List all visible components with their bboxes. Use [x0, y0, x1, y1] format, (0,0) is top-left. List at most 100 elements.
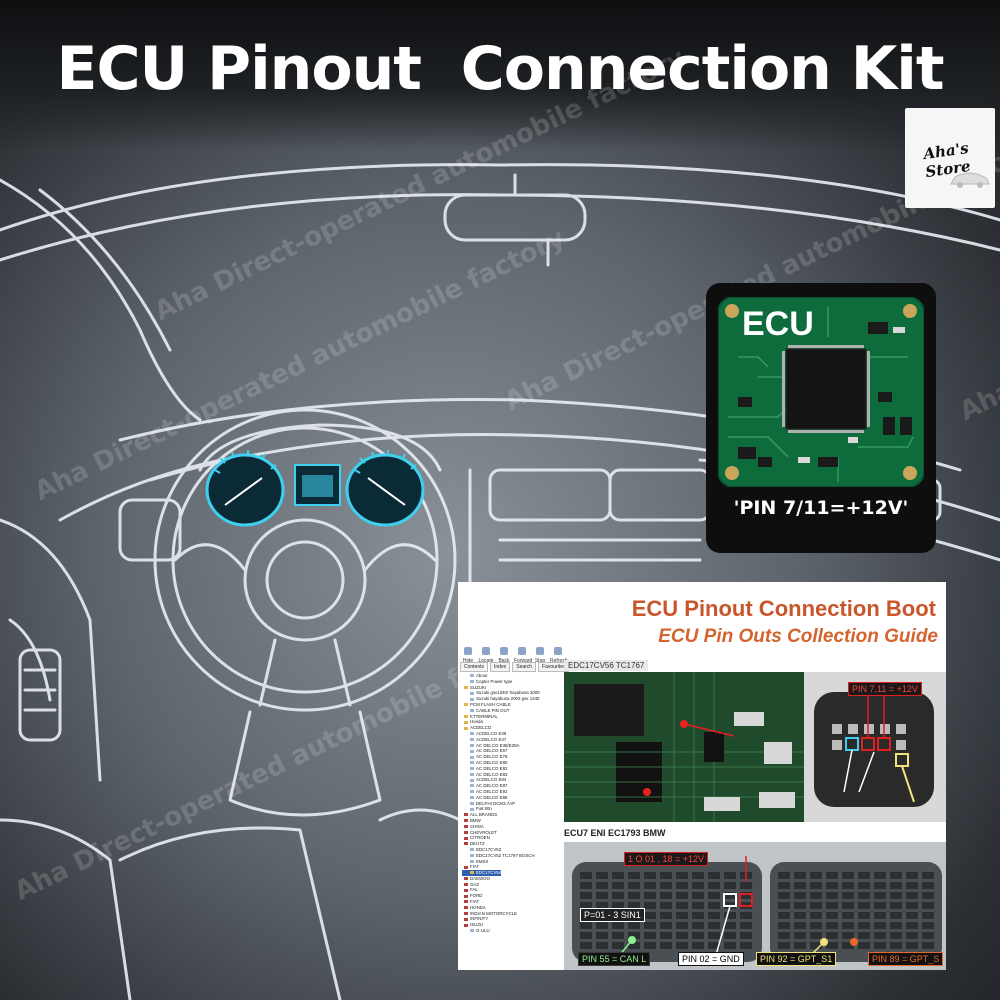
connector-pin: [826, 912, 838, 919]
tree-item[interactable]: ALL BRANDS: [462, 812, 562, 818]
connector-pin: [858, 902, 870, 909]
tree-item[interactable]: Copter Power type: [462, 679, 562, 685]
tab-contents[interactable]: Contents: [460, 662, 489, 672]
connector-pin: [922, 872, 934, 879]
connector-pin: [922, 932, 934, 939]
tree-item[interactable]: Honda: [462, 719, 562, 725]
toolbar-refresh-button[interactable]: Refresh: [550, 644, 568, 668]
tree-item[interactable]: PCM FLASH CABLE: [462, 702, 562, 708]
toolbar-back-button[interactable]: Back: [496, 644, 512, 668]
connector-pin: [596, 922, 608, 929]
connector-pin: [580, 872, 592, 879]
toolbar-forward-button[interactable]: Forward: [514, 644, 532, 668]
page-title: ECU Pinout Connection Kit: [56, 34, 944, 104]
connector-pin: [858, 942, 870, 949]
tree-item[interactable]: ACDELCO E38: [462, 731, 562, 737]
tree-item[interactable]: About: [462, 673, 562, 679]
tree-item[interactable]: DAEWOO: [462, 876, 562, 882]
tree-item[interactable]: ISUZU: [462, 922, 562, 928]
connector-pin: [842, 892, 854, 899]
connector-pin: [596, 942, 608, 949]
pin-callout: PIN 92 = GPT_S1: [756, 952, 837, 966]
tree-item[interactable]: EDC17CV54: [462, 870, 502, 876]
tree-item[interactable]: AC DELCO E80: [462, 760, 562, 766]
connector-pin: [708, 912, 720, 919]
connector-pin: [810, 872, 822, 879]
connector-pin: [842, 902, 854, 909]
connector-pin: [778, 892, 790, 899]
tree-item[interactable]: ACDELCO E37: [462, 737, 562, 743]
tab-index[interactable]: Index: [490, 662, 511, 672]
tree-item[interactable]: EDC17CV52 TC1797 BOSCH: [462, 853, 562, 859]
ecu-circuit-board-image: [718, 297, 924, 487]
tree-item[interactable]: EDC17CV52: [462, 847, 562, 853]
tree-item[interactable]: AC DELCO E38/E39A: [462, 743, 562, 749]
tree-item[interactable]: SUZUKI: [462, 685, 562, 691]
tree-item[interactable]: G-ULU: [462, 928, 562, 934]
connector-pin: [740, 922, 752, 929]
connector-pin: [858, 882, 870, 889]
connector-pin: [810, 922, 822, 929]
connector-pin: [580, 922, 592, 929]
connector-pin: [922, 942, 934, 949]
tab-search[interactable]: Search: [512, 662, 537, 672]
tree-item[interactable]: AC DELCO E78: [462, 754, 562, 760]
connector-pin: [890, 892, 902, 899]
connector-pin: [644, 912, 656, 919]
connector-pin: [794, 912, 806, 919]
tree-item[interactable]: EMS3: [462, 859, 562, 865]
connector-pin: [810, 882, 822, 889]
connector-pin: [628, 932, 640, 939]
connector-pin: [724, 942, 736, 949]
tree-item[interactable]: INDIAN MOTORCYCLE: [462, 911, 562, 917]
tree-item[interactable]: AC DELCO E98: [462, 795, 562, 801]
tree-item[interactable]: HONDA: [462, 905, 562, 911]
tree-item[interactable]: AC DELCO E82: [462, 766, 562, 772]
toolbar-hide-button[interactable]: Hide: [460, 644, 476, 668]
tree-item[interactable]: AC DELCO E92: [462, 789, 562, 795]
toolbar-stop-button[interactable]: Stop: [532, 644, 548, 668]
connector-pin: [906, 922, 918, 929]
tree-item[interactable]: AC DELCO E87: [462, 783, 562, 789]
tree-item[interactable]: FIAT: [462, 864, 562, 870]
tree-item[interactable]: CABLE PIN OUT: [462, 708, 562, 714]
connector-pin: [778, 912, 790, 919]
tree-item[interactable]: DEUTZ: [462, 841, 562, 847]
tree-item[interactable]: AC DELCO E67: [462, 748, 562, 754]
tree-item[interactable]: ACDELCO E84: [462, 777, 562, 783]
connector-pin: [740, 912, 752, 919]
tree-item[interactable]: Fiat 80n: [462, 806, 562, 812]
connector-pin: [724, 932, 736, 939]
connector-pin: [826, 902, 838, 909]
connector-pin: [676, 882, 688, 889]
connector-pin: [676, 892, 688, 899]
connector-pin: [794, 892, 806, 899]
tree-item[interactable]: Suzuki gsx1340r hayabusa 2000: [462, 690, 562, 696]
tree-item[interactable]: FAL: [462, 887, 562, 893]
tree-item[interactable]: ACDELCO: [462, 725, 562, 731]
tree-item[interactable]: FIAT: [462, 899, 562, 905]
tree-item[interactable]: CITROEN: [462, 835, 562, 841]
tree-item[interactable]: CHINA: [462, 824, 562, 830]
tree-item[interactable]: FORD: [462, 893, 562, 899]
toolbar-locate-button[interactable]: Locate: [478, 644, 494, 668]
tree-item[interactable]: DELPHI DCM3.7AP: [462, 801, 562, 807]
connector-pin: [708, 882, 720, 889]
tree-item[interactable]: CHEVROLET: [462, 830, 562, 836]
tree-item[interactable]: BMW: [462, 818, 562, 824]
connector-pin: [810, 912, 822, 919]
connector-pin: [612, 902, 624, 909]
connector-pin: [826, 882, 838, 889]
connector-pin: [692, 872, 704, 879]
connector-pin: [676, 922, 688, 929]
connector-pin: [906, 902, 918, 909]
tree-item[interactable]: AC DELCO E83: [462, 772, 562, 778]
connector-pin: [740, 892, 752, 899]
connector-pin: [906, 872, 918, 879]
tree-item[interactable]: Suzuki hayabusa 2003 gsx 1340: [462, 696, 562, 702]
tree-item[interactable]: INFINITY: [462, 916, 562, 922]
connector-pin: [692, 942, 704, 949]
tree-item[interactable]: KTTERMINAL: [462, 714, 562, 720]
tree-item[interactable]: GAZ: [462, 882, 562, 888]
